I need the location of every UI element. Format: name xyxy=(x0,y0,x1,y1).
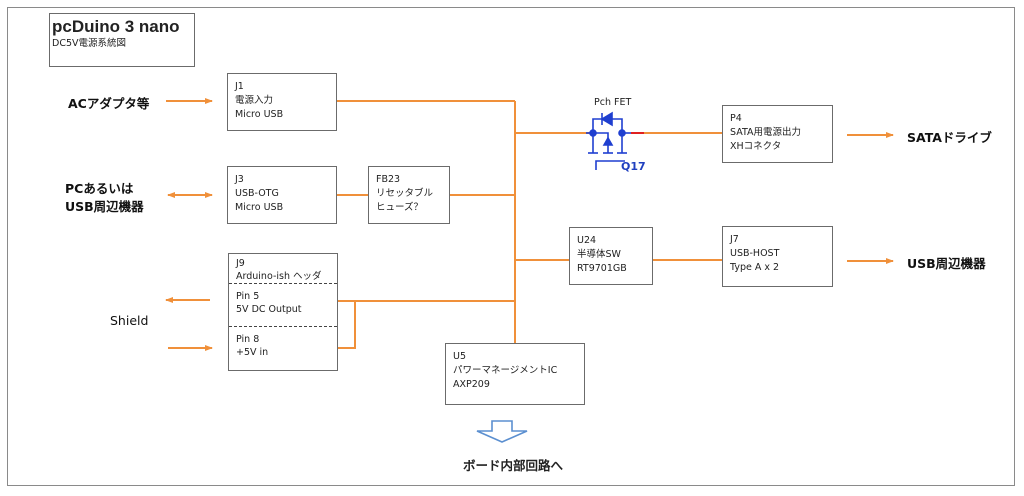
pch-fet-symbol xyxy=(586,111,644,170)
block-j3: J3 USB-OTG Micro USB xyxy=(227,166,337,224)
diagram-title: pcDuino 3 nano xyxy=(52,17,180,36)
block-j1: J1 電源入力 Micro USB xyxy=(227,73,337,131)
block-part: XHコネクタ xyxy=(730,141,782,152)
j9-header-section: J9 Arduino-ish ヘッダ xyxy=(229,257,337,283)
block-ref: J3 xyxy=(235,174,244,185)
usb-peripherals-label: USB周辺機器 xyxy=(907,256,986,271)
block-desc: Arduino-ish ヘッダ xyxy=(236,271,322,282)
block-part: Micro USB xyxy=(235,109,284,120)
pin8-desc: +5V in xyxy=(236,347,269,358)
shield-label: Shield xyxy=(110,313,149,328)
block-p4: P4 SATA用電源出力 XHコネクタ xyxy=(722,105,833,163)
block-j7: J7 USB-HOST Type A x 2 xyxy=(722,226,833,287)
block-desc: USB-OTG xyxy=(235,188,279,199)
ac-adapter-label: ACアダプタ等 xyxy=(68,96,150,111)
block-desc: リセッタブル xyxy=(376,188,434,199)
block-ref: FB23 xyxy=(376,174,401,185)
title-box: pcDuino 3 nano DC5V電源系統図 xyxy=(49,13,195,67)
block-part: AXP209 xyxy=(453,379,490,390)
j9-pin8-loop xyxy=(337,301,356,349)
block-ref: J7 xyxy=(730,234,739,245)
block-part: Type A x 2 xyxy=(730,262,780,273)
block-desc: USB-HOST xyxy=(730,248,780,259)
pc-or-usb-label-line1: PCあるいは xyxy=(65,181,134,196)
block-desc: 電源入力 xyxy=(235,95,274,106)
diagram-subtitle: DC5V電源系統図 xyxy=(52,38,126,49)
pin5-label: Pin 5 xyxy=(236,291,260,302)
j9-pin5-section: Pin 5 5V DC Output xyxy=(229,283,337,316)
block-part: Micro USB xyxy=(235,202,284,213)
block-part: RT9701GB xyxy=(577,263,627,274)
block-desc: パワーマネージメントIC xyxy=(453,365,558,376)
board-internal-arrow xyxy=(476,420,528,443)
block-fb23: FB23 リセッタブル ヒューズ？ xyxy=(368,166,450,224)
block-part: ヒューズ？ xyxy=(376,202,424,213)
block-ref: J9 xyxy=(236,258,245,269)
pin8-label: Pin 8 xyxy=(236,334,260,345)
fet-ref-label: Q17 xyxy=(621,160,646,173)
block-ref: P4 xyxy=(730,113,742,124)
diagram-frame xyxy=(7,7,1015,486)
pc-or-usb-label-line2: USB周辺機器 xyxy=(65,199,144,214)
board-internal-label: ボード内部回路へ xyxy=(463,458,564,473)
pin5-desc: 5V DC Output xyxy=(236,304,302,315)
sata-drive-label: SATAドライブ xyxy=(907,130,992,145)
block-u24: U24 半導体SW RT9701GB xyxy=(569,227,653,285)
fet-type-label: Pch FET xyxy=(594,97,632,108)
block-desc: 半導体SW xyxy=(577,249,621,260)
j9-pin8-section: Pin 8 +5V in xyxy=(229,326,337,359)
block-desc: SATA用電源出力 xyxy=(730,127,802,138)
block-ref: J1 xyxy=(235,81,244,92)
block-ref: U24 xyxy=(577,235,597,246)
block-u5: U5 パワーマネージメントIC AXP209 xyxy=(445,343,585,405)
block-j9: J9 Arduino-ish ヘッダ Pin 5 5V DC Output Pi… xyxy=(228,253,338,371)
block-ref: U5 xyxy=(453,351,466,362)
